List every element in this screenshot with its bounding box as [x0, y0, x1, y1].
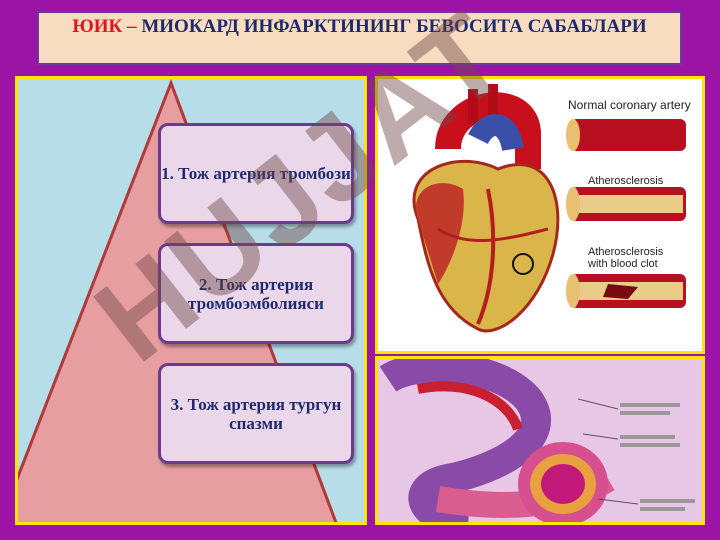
cause-box-2: 2. Тож артерия тромбоэмболияси — [158, 243, 354, 344]
title-text: МИОКАРД ИНФАРКТИНИНГ БЕВОСИТА САБАБЛАРИ — [136, 16, 647, 37]
slide-title: ЮИК – МИОКАРД ИНФАРКТИНИНГ БЕВОСИТА САБА… — [37, 11, 682, 65]
vessel-illustration — [379, 359, 695, 522]
title-acronym: ЮИК – — [72, 16, 137, 37]
cause-label-3: 3. Тож артерия тургун спазми — [170, 394, 342, 433]
cause-label-2: 2. Тож артерия тромбоэмболияси — [188, 274, 324, 313]
coronary-vessel-image — [375, 356, 705, 525]
cause-box-1: 1. Тож артерия тромбози — [158, 123, 354, 224]
heart-illustration — [412, 84, 686, 333]
artery-label-atherosclerosis-clot-2: with blood clot — [588, 258, 658, 270]
heart-arteries-image: Normal coronary artery Atherosclerosis A… — [375, 76, 705, 354]
artery-label-atherosclerosis-clot-1: Atherosclerosis — [588, 246, 664, 258]
cause-label-1: 1. Тож артерия тромбози — [161, 164, 351, 183]
cause-box-3: 3. Тож артерия тургун спазми — [158, 363, 354, 464]
artery-label-atherosclerosis: Atherosclerosis — [588, 175, 664, 187]
artery-label-normal: Normal coronary artery — [568, 98, 691, 112]
causes-panel: 1. Тож артерия тромбози 2. Тож артерия т… — [15, 76, 367, 525]
